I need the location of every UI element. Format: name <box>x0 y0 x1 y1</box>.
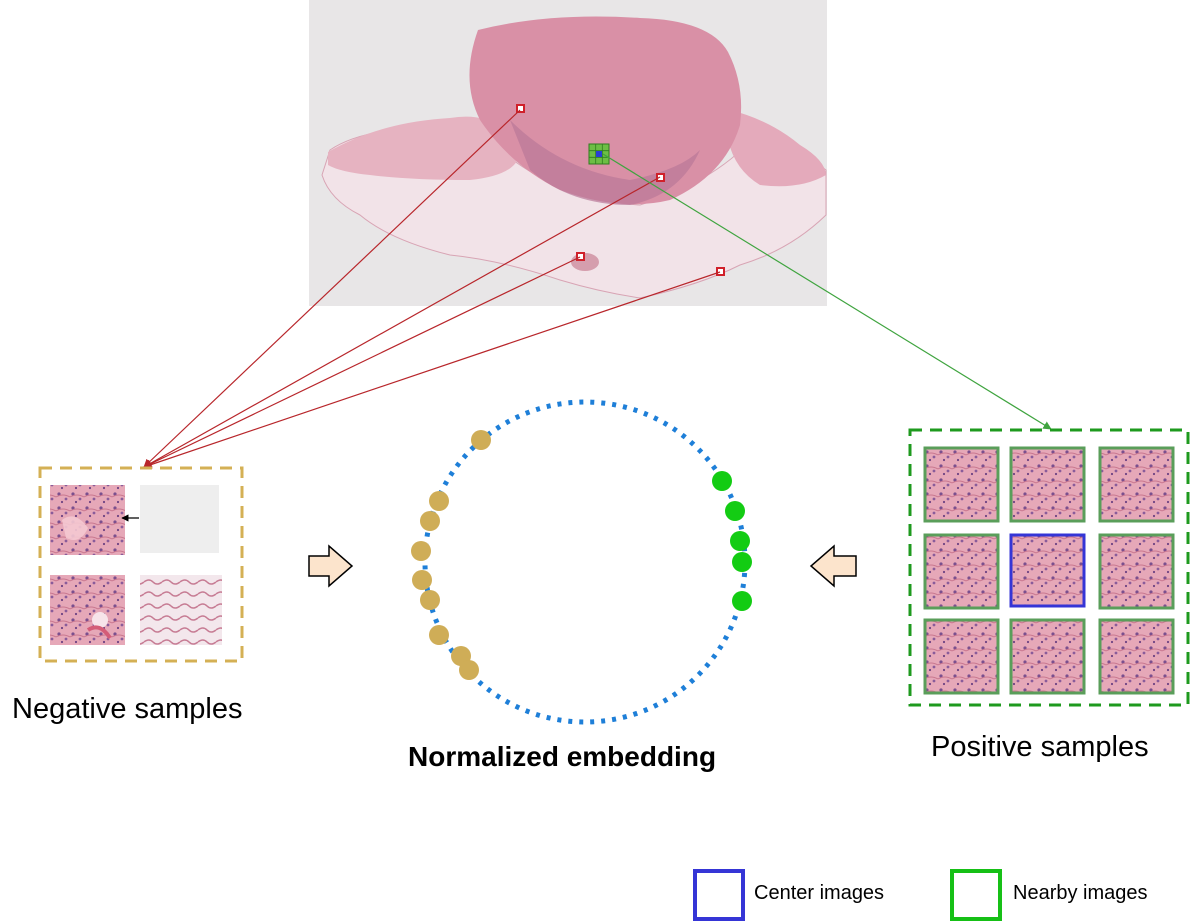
legend-nearby-swatch <box>950 869 1002 921</box>
nearby-tile-1 <box>923 446 1000 523</box>
positive-point <box>732 591 752 611</box>
negative-embedding-points <box>411 430 491 680</box>
negative-point <box>412 570 432 590</box>
center-tile <box>1009 533 1086 608</box>
negative-tile-2 <box>140 485 219 553</box>
negative-point <box>429 625 449 645</box>
negative-point <box>411 541 431 561</box>
negative-samples-label: Negative samples <box>12 693 243 725</box>
positive-samples-box <box>908 428 1190 707</box>
positive-link <box>602 153 1052 430</box>
negative-point <box>459 660 479 680</box>
legend-center-label: Center images <box>754 882 885 904</box>
nearby-tile-8 <box>1098 618 1175 695</box>
positive-point <box>712 471 732 491</box>
nearby-tile-4 <box>923 533 1000 610</box>
positive-point <box>730 531 750 551</box>
positive-grid-marker <box>588 143 610 165</box>
embedding-sphere <box>411 399 752 725</box>
normalized-embedding-label: Normalized embedding <box>408 741 717 772</box>
negative-tile-4 <box>140 575 222 645</box>
negative-point <box>429 491 449 511</box>
hollow-arrow-left-icon <box>809 544 857 588</box>
nearby-tile-6 <box>923 618 1000 695</box>
negative-point <box>420 511 440 531</box>
negative-tile-3 <box>50 575 125 645</box>
negative-tile-1 <box>50 485 125 555</box>
tissue-edge-band <box>328 116 520 180</box>
hollow-arrow-right-icon <box>308 544 354 588</box>
negative-patch-marker-1 <box>516 104 525 113</box>
positive-point <box>732 552 752 572</box>
negative-patch-marker-4 <box>716 267 725 276</box>
negative-samples-box <box>38 466 244 663</box>
negative-links <box>143 109 721 469</box>
tissue-right-band <box>728 110 826 187</box>
nearby-tile-2 <box>1009 446 1086 523</box>
negative-point <box>420 590 440 610</box>
nearby-tile-5 <box>1098 533 1175 610</box>
legend-nearby-label: Nearby images <box>1013 882 1148 904</box>
positive-embedding-points <box>712 471 752 611</box>
positive-point <box>725 501 745 521</box>
negative-patch-marker-2 <box>656 173 665 182</box>
negative-point <box>471 430 491 450</box>
legend-center-swatch <box>693 869 745 921</box>
nearby-tile-3 <box>1098 446 1175 523</box>
whole-slide-image <box>309 0 827 306</box>
nearby-tile-7 <box>1009 618 1086 695</box>
negative-patch-marker-3 <box>576 252 585 261</box>
positive-samples-label: Positive samples <box>931 731 1149 763</box>
